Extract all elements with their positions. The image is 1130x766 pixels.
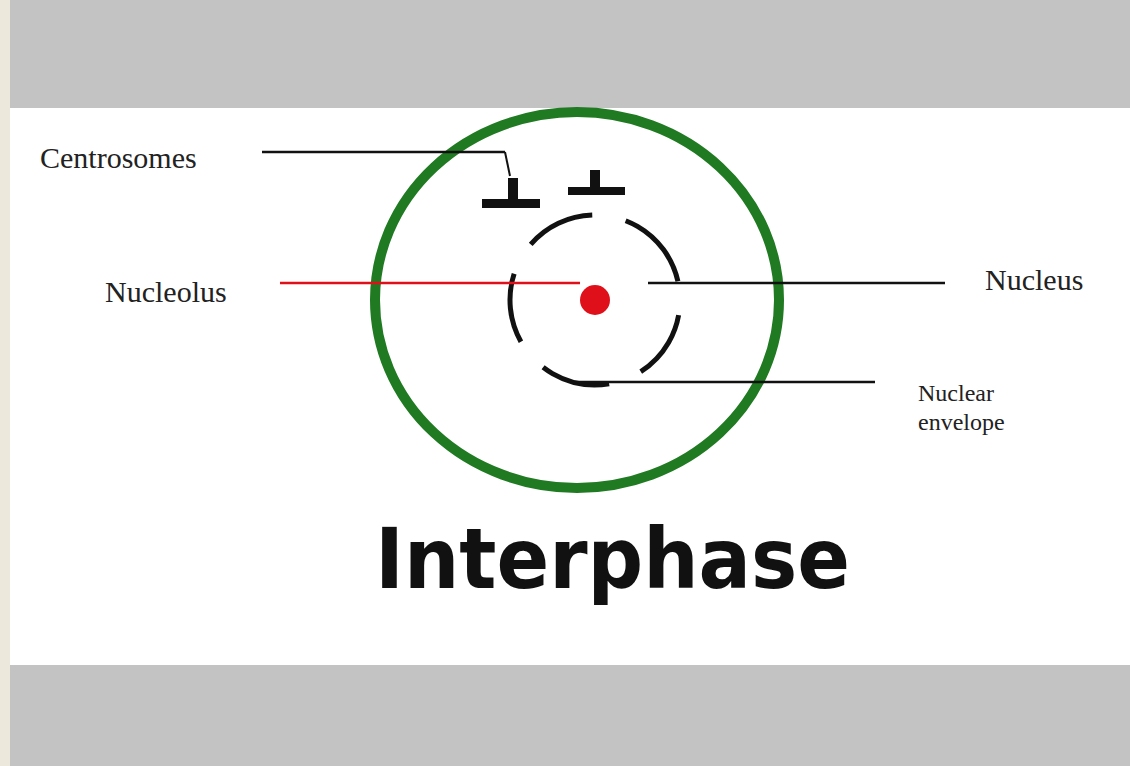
- part-label: Nucleolus: [105, 274, 227, 310]
- leader-line: [505, 152, 510, 176]
- leader-line: [575, 381, 875, 384]
- nucleolus-dot: [580, 285, 610, 315]
- centrosome-symbols: [482, 170, 625, 208]
- part-label: Nucleus: [985, 262, 1083, 298]
- page-ground: [10, 0, 1130, 766]
- leader-line: [262, 151, 505, 154]
- diagram-title: Interphase: [375, 510, 850, 608]
- part-label: Nuclear envelope: [918, 379, 1028, 437]
- top-band: [10, 0, 1130, 108]
- part-label: Centrosomes: [40, 140, 197, 176]
- leader-line: [280, 282, 580, 285]
- leader-line: [648, 282, 945, 285]
- cell-membrane: [375, 112, 779, 488]
- bottom-band: [10, 665, 1130, 766]
